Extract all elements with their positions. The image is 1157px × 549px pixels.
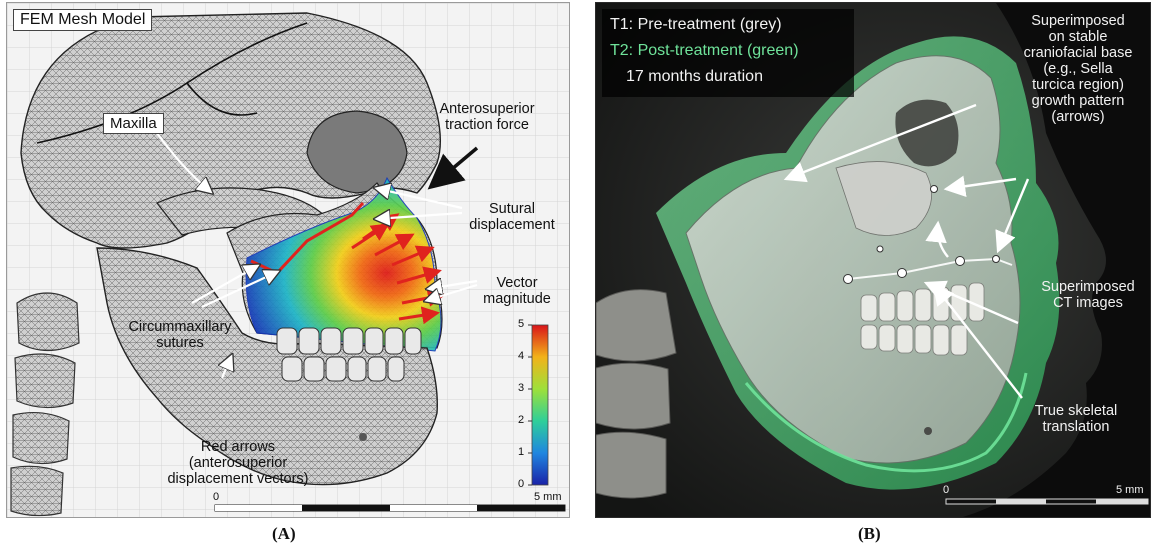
fem-title: FEM Mesh Model [13,9,152,31]
colorbar-tick: 5 [518,318,524,330]
sutural-displacement-label: Sutural displacement [457,201,567,233]
vector-magnitude-label: Vector magnitude [469,275,565,307]
scale-bar-b [946,499,1148,504]
colorbar-tick: 3 [518,382,524,394]
colorbar-tick: 4 [518,350,524,362]
legend-box: T1: Pre-treatment (grey) T2: Post-treatm… [602,9,854,97]
caption-b: (B) [858,524,881,544]
colorbar-tick: 1 [518,446,524,458]
scale-bar-a [215,505,565,511]
colorbar [532,325,548,485]
colorbar-tick: 0 [518,478,524,490]
superimposed-base-label: Superimposed on stable craniofacial base… [1004,13,1151,125]
scale-end-a: 5 mm [534,491,562,503]
scale-start-a: 0 [213,491,219,503]
duration-label: 17 months duration [626,67,763,86]
t1-legend: T1: Pre-treatment (grey) [610,15,782,34]
scale-start-b: 0 [943,484,949,496]
true-skeletal-translation-label: True skeletal translation [1006,403,1146,435]
superimposed-ct-label: Superimposed CT images [1024,279,1151,311]
colorbar-tick: 2 [518,414,524,426]
cervical-spine-ct [596,290,676,498]
scale-end-b: 5 mm [1116,484,1144,496]
panel-b-ct-superimposition: T1: Pre-treatment (grey) T2: Post-treatm… [595,2,1151,518]
maxilla-label: Maxilla [103,113,164,134]
panel-a-fem-model: FEM Mesh Model Maxilla Anterosuperior tr… [6,2,570,518]
circummaxillary-sutures-label: Circummaxillary sutures [115,319,245,351]
caption-a: (A) [272,524,296,544]
t2-legend: T2: Post-treatment (green) [610,41,799,60]
red-arrows-label: Red arrows (anterosuperior displacement … [153,439,323,487]
traction-force-label: Anterosuperior traction force [412,101,562,133]
